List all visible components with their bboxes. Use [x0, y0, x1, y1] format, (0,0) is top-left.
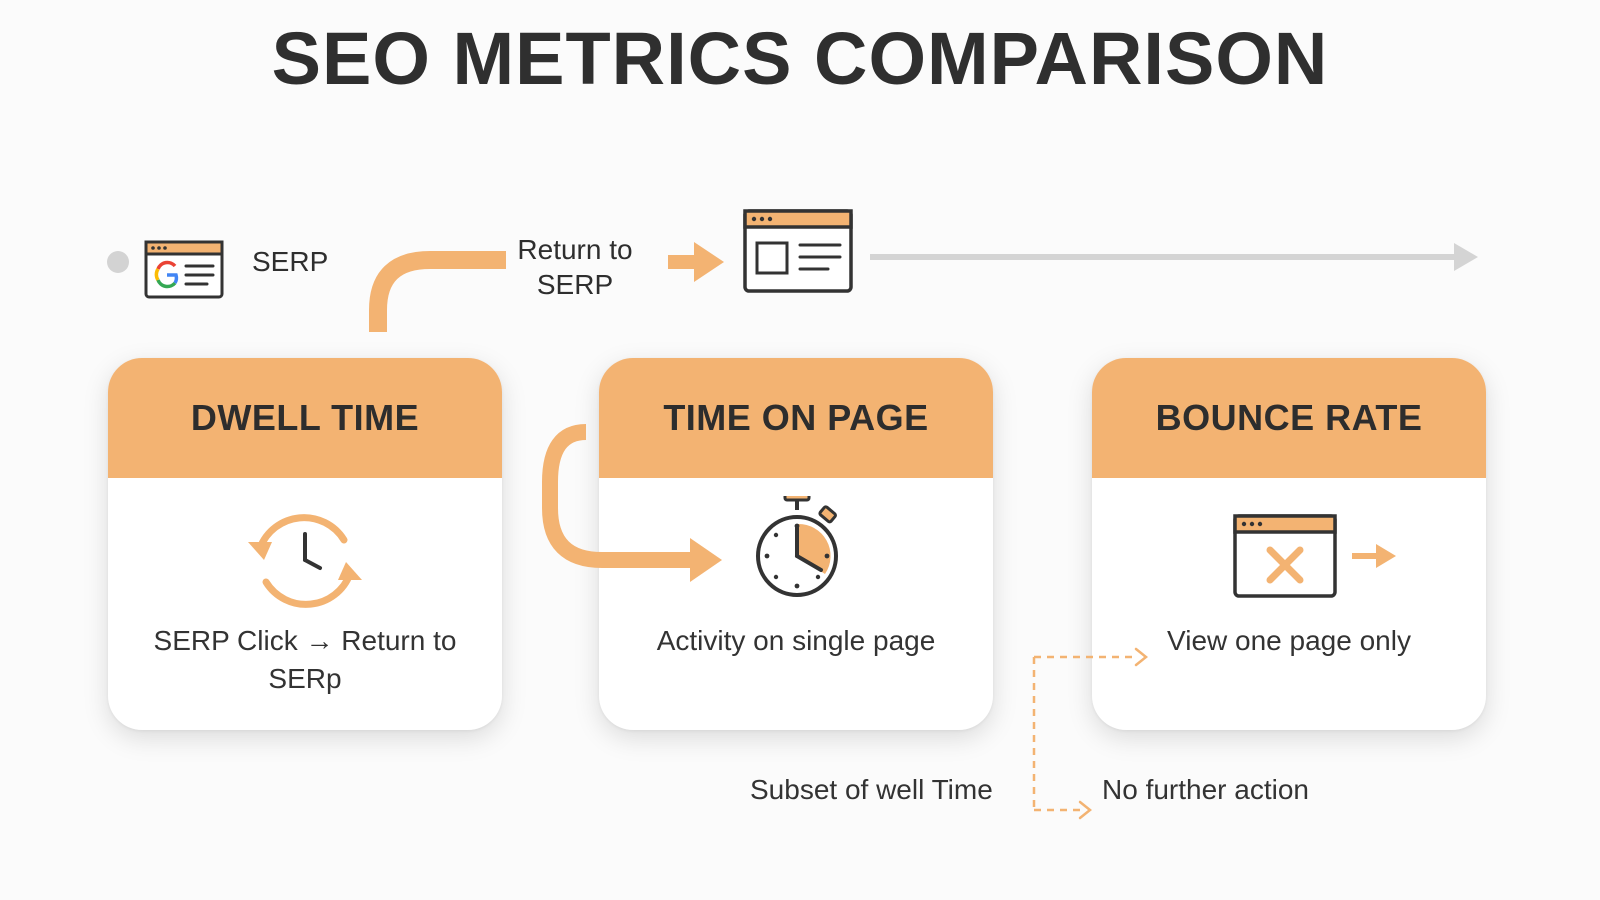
time-on-page-card: TIME ON PAGE Activity on single page: [599, 358, 993, 730]
footnote-no-action: No further action: [1102, 774, 1309, 805]
return-curve-arrow: [369, 251, 506, 332]
dashed-arrowheads: [1078, 647, 1149, 820]
return-to-serp-label: Return to SERP: [517, 234, 633, 300]
footnote-subset: Subset of well Time: [750, 774, 993, 805]
card-description: View one page only: [1167, 625, 1411, 656]
return-right-arrow: [668, 242, 724, 282]
card-description: Activity on single page: [656, 625, 936, 656]
serp-label: SERP: [252, 246, 329, 277]
card-description: SERP Click → Return to SERp: [153, 625, 457, 694]
webpage-icon: [743, 209, 853, 293]
google-logo-icon: [154, 260, 179, 289]
dashed-connector: [1032, 655, 1138, 812]
serp-browser-icon: [144, 240, 224, 299]
card-heading: DWELL TIME: [108, 358, 502, 478]
timeline-arrow: [870, 243, 1478, 271]
loop-back-arrow: [542, 424, 722, 582]
page-title: SEO METRICS COMPARISON: [271, 17, 1329, 100]
dwell-time-card: DWELL TIME SERP Click → Return to SERp: [108, 358, 502, 730]
card-heading: BOUNCE RATE: [1092, 358, 1486, 478]
refresh-clock-icon: [248, 514, 362, 608]
card-heading: TIME ON PAGE: [599, 358, 993, 478]
stopwatch-icon: [756, 496, 838, 597]
flow-start-dot: [107, 251, 129, 273]
browser-close-exit-icon: [1233, 514, 1396, 598]
bounce-rate-card: BOUNCE RATE View one page only: [1092, 358, 1486, 730]
